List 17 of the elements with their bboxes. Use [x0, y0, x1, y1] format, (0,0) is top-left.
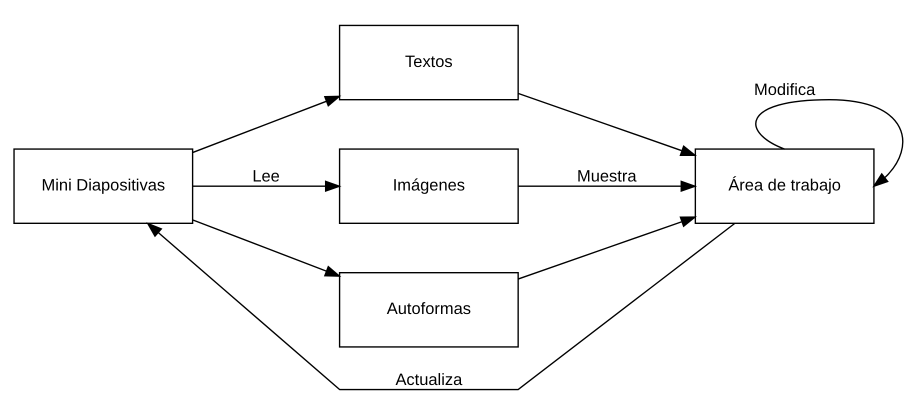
edge-label: Actualiza: [395, 370, 462, 388]
arrow: [518, 180, 698, 192]
edge-label: Lee: [252, 167, 280, 186]
node-box: Autoformas: [338, 272, 519, 348]
arrow: [192, 218, 342, 276]
node-box: Textos: [338, 24, 519, 100]
node-box: Área de trabajo: [694, 148, 875, 224]
arrow: [755, 98, 904, 187]
node-box: Imágenes: [338, 148, 519, 224]
edge-label: Muestra: [577, 167, 637, 186]
node-box: Mini Diapositivas: [13, 148, 194, 224]
arrow: [146, 222, 736, 390]
edge-label: Modifica: [754, 80, 816, 98]
arrow: [518, 92, 697, 156]
arrow: [192, 95, 342, 153]
arrow: [518, 216, 697, 280]
arrow: [192, 180, 342, 192]
